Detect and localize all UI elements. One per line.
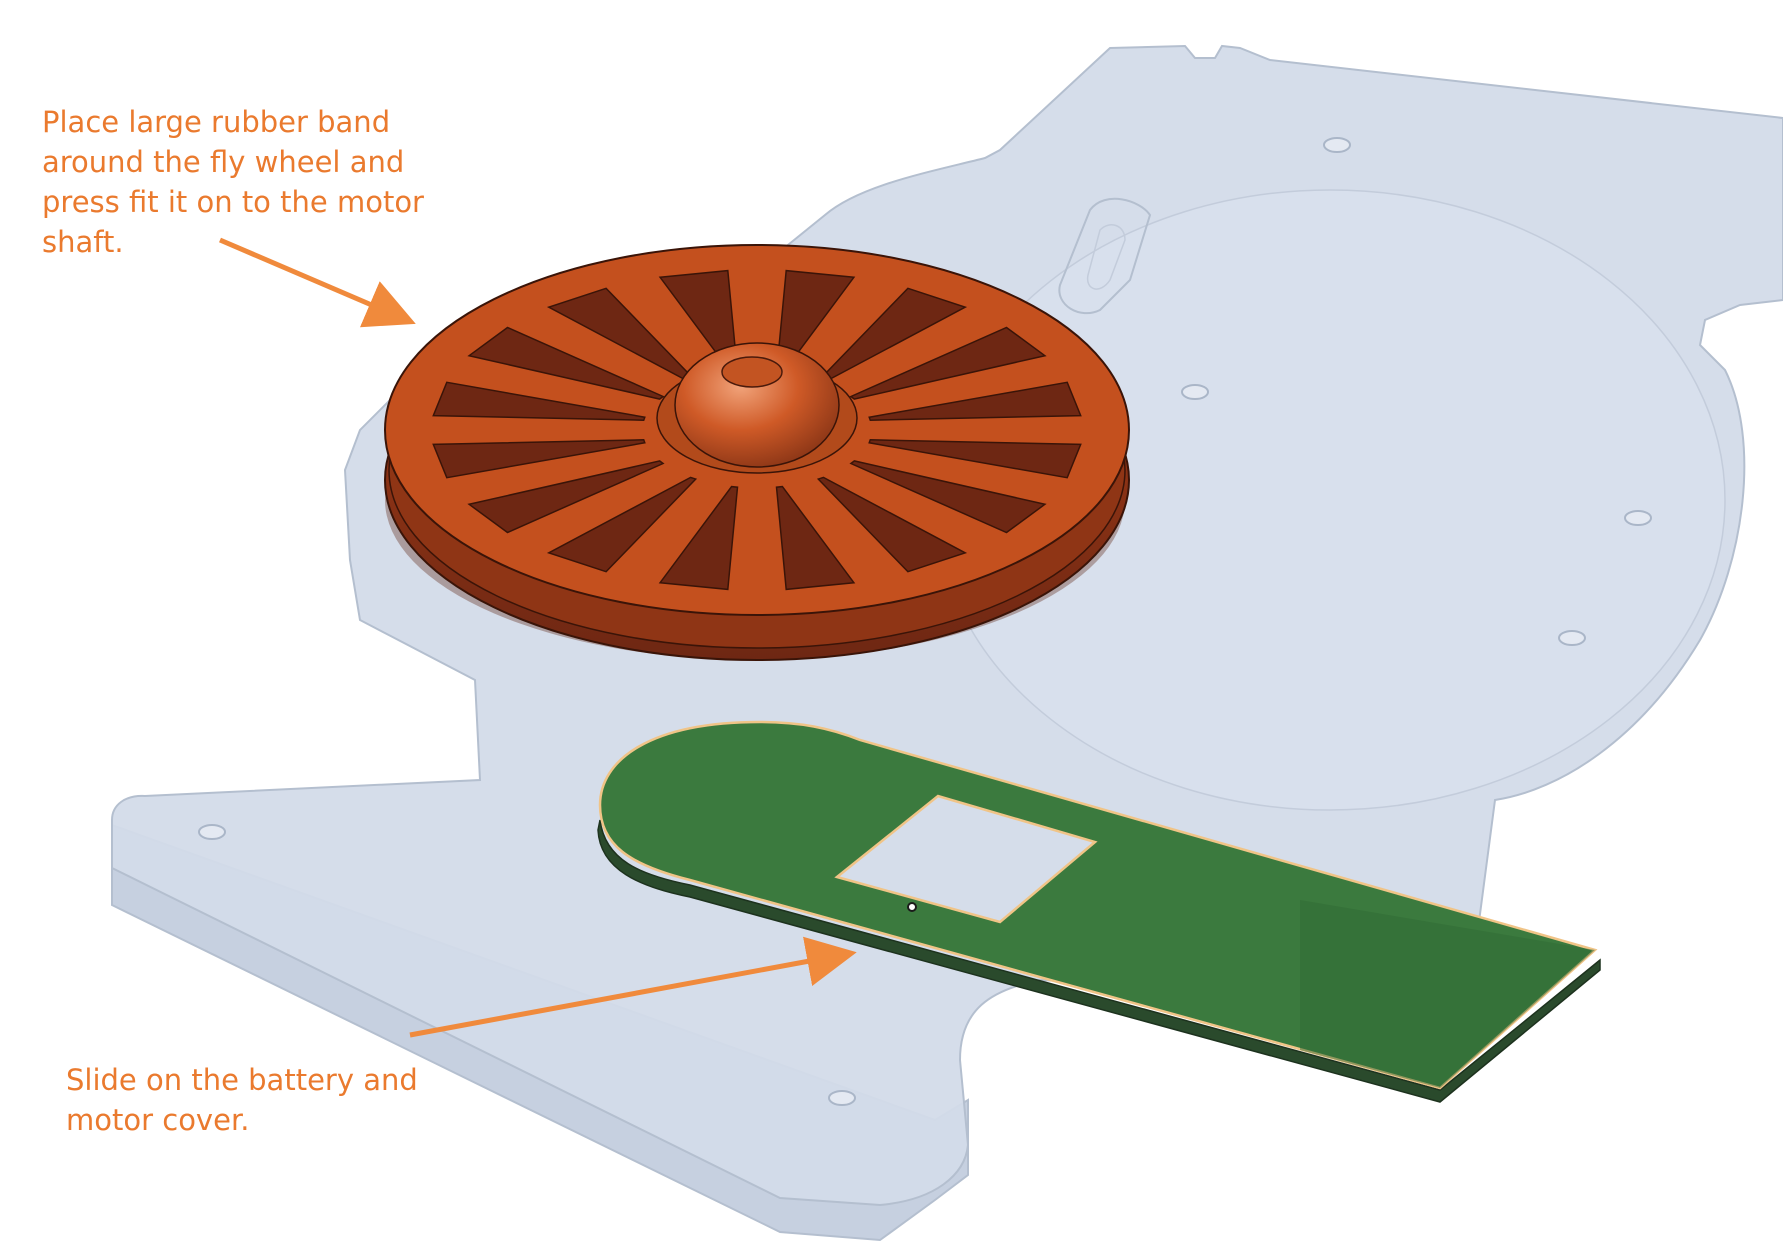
flywheel-spoke-opening: [432, 439, 646, 479]
mount-hole: [1558, 630, 1586, 646]
flywheel-spoke-opening: [775, 485, 856, 591]
mount-hole: [1624, 510, 1652, 526]
cover-marker-dot: [907, 902, 917, 912]
flywheel-instruction-line: shaft.: [42, 225, 124, 259]
arrow-icon: [409, 936, 857, 1038]
arrow-icon: [219, 237, 416, 328]
cover-instruction-line: Slide on the battery and: [66, 1063, 418, 1097]
flywheel-instruction-line: around the fly wheel and: [42, 145, 405, 179]
mount-hole: [828, 1090, 856, 1106]
flywheel-instruction: Place large rubber band around the fly w…: [42, 102, 424, 262]
flywheel-instruction-line: press fit it on to the motor: [42, 185, 424, 219]
flywheel-spoke-opening: [467, 460, 665, 534]
flywheel-hub: [674, 342, 840, 468]
flywheel-spoke-opening: [868, 381, 1082, 421]
mount-hole: [198, 824, 226, 840]
base-plate-slot: [1058, 197, 1152, 315]
flywheel-spoke-opening: [432, 381, 646, 421]
cover-instruction-line: motor cover.: [66, 1103, 250, 1137]
flywheel-spoke-opening: [816, 476, 968, 573]
flywheel-hub-cap: [721, 356, 783, 388]
flywheel-spoke-opening: [467, 326, 665, 400]
flywheel-instruction-line: Place large rubber band: [42, 105, 391, 139]
cover-instruction: Slide on the battery and motor cover.: [66, 1060, 418, 1140]
flywheel-spoke-opening: [546, 476, 698, 573]
flywheel-spoke-opening: [658, 485, 739, 591]
mount-hole: [1323, 137, 1351, 153]
mount-hole: [1181, 384, 1209, 400]
cover-side: [597, 819, 1601, 1103]
flywheel-spoke-opening: [868, 439, 1082, 479]
flywheel-spoke-opening: [849, 460, 1047, 534]
flywheel: [384, 244, 1130, 661]
battery-motor-cover: [597, 720, 1601, 1103]
flywheel-spoke-opening: [849, 326, 1047, 400]
flywheel-spoke-openings: [432, 269, 1082, 591]
